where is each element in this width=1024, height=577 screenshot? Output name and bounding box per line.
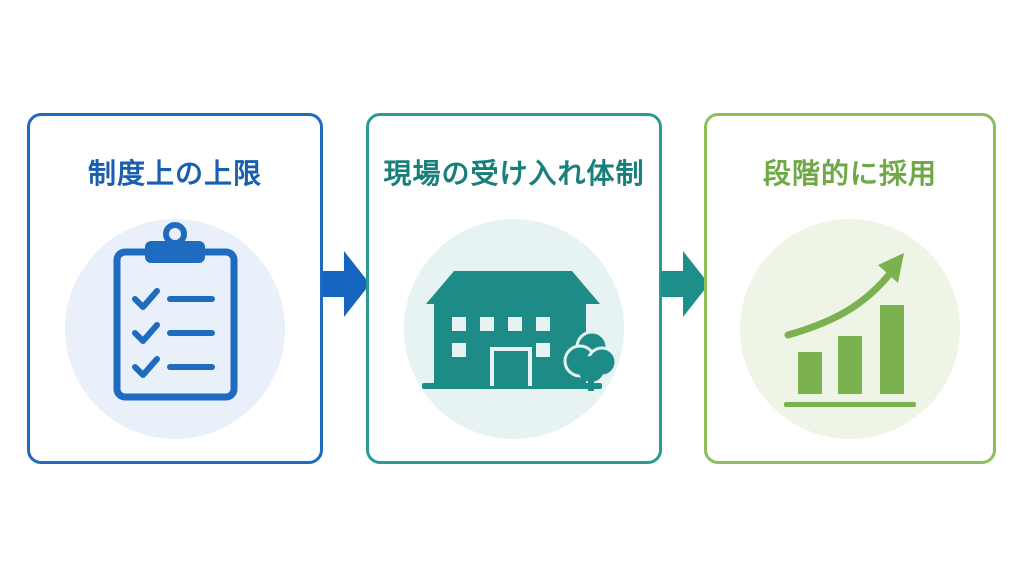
- right-arrow-icon: [661, 251, 709, 317]
- building-with-tree-icon: [422, 271, 618, 391]
- clipboard-checklist-icon: [113, 222, 238, 401]
- growth-bar-chart-icon: [784, 253, 916, 407]
- step-title: 段階的に採用: [762, 157, 937, 190]
- icon-background-circle: [65, 219, 285, 439]
- step-card-regulatory-limit: 制度上の上限: [27, 113, 323, 464]
- icon-background-circle: [404, 219, 624, 439]
- icon-background-circle: [740, 219, 960, 439]
- step-card-onsite-acceptance: 現場の受け入れ体制: [366, 113, 662, 464]
- step-title: 制度上の上限: [87, 157, 262, 190]
- right-arrow-icon: [322, 251, 370, 317]
- step-card-phased-adoption: 段階的に採用: [704, 113, 996, 464]
- step-title: 現場の受け入れ体制: [383, 157, 645, 190]
